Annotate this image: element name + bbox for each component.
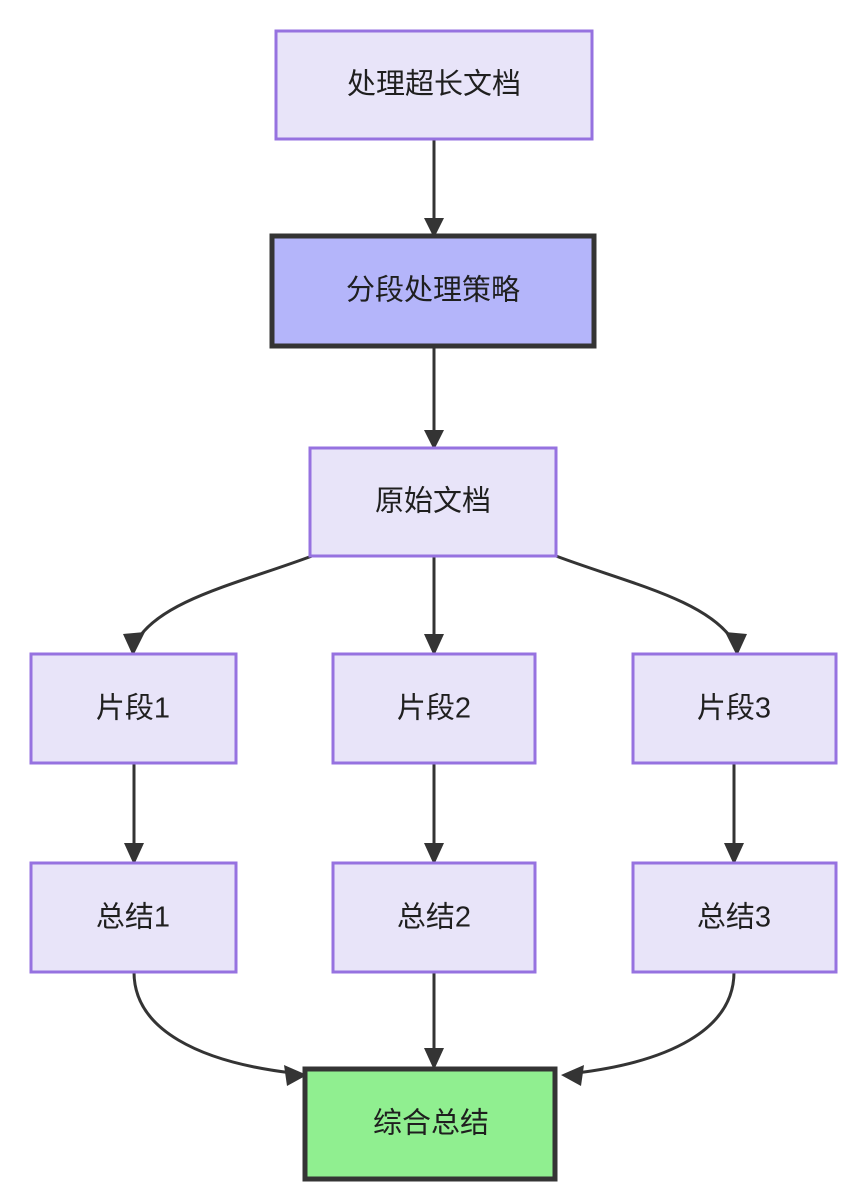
arrowhead-icon — [424, 430, 444, 450]
node-comprehensive-summary[interactable]: 综合总结 — [302, 1066, 558, 1182]
node-box[interactable] — [302, 1066, 558, 1182]
node-original-document[interactable]: 原始文档 — [308, 446, 558, 558]
edge-n3-n6 — [555, 554, 747, 656]
arrowhead-icon — [124, 843, 144, 865]
node-box[interactable] — [331, 652, 537, 765]
node-box[interactable] — [29, 861, 238, 974]
node-process-long-document[interactable]: 处理超长文档 — [274, 29, 594, 141]
node-box[interactable] — [631, 652, 838, 765]
node-label: 片段1 — [96, 692, 170, 725]
node-label: 处理超长文档 — [347, 68, 521, 101]
edge-line — [555, 554, 736, 643]
node-box[interactable] — [631, 861, 838, 974]
edge-line — [134, 554, 313, 643]
arrowhead-icon — [424, 1048, 444, 1070]
arrowhead-icon — [724, 843, 744, 865]
node-label: 总结3 — [697, 901, 771, 934]
node-fragment-2[interactable]: 片段2 — [331, 652, 537, 765]
arrowhead-icon — [561, 1065, 584, 1086]
node-summary-2[interactable]: 总结2 — [331, 861, 537, 974]
edge-n6-n9 — [724, 763, 744, 865]
node-box[interactable] — [331, 861, 537, 974]
node-group: 处理超长文档 分段处理策略 原始文档 片段1 片段2 片段3 — [29, 29, 838, 1182]
node-summary-1[interactable]: 总结1 — [29, 861, 238, 974]
node-summary-3[interactable]: 总结3 — [631, 861, 838, 974]
edge-n8-n10 — [424, 972, 444, 1070]
node-label: 分段处理策略 — [346, 274, 520, 307]
edge-n3-n5 — [424, 556, 444, 656]
edge-line — [132, 971, 293, 1075]
edge-n3-n4 — [123, 554, 313, 656]
edge-n7-n10 — [132, 971, 307, 1086]
edge-n4-n7 — [124, 763, 144, 865]
node-label: 原始文档 — [375, 485, 491, 518]
node-label: 总结1 — [96, 901, 170, 934]
edge-n5-n8 — [424, 763, 444, 865]
node-chunking-strategy[interactable]: 分段处理策略 — [269, 233, 597, 349]
node-fragment-3[interactable]: 片段3 — [631, 652, 838, 765]
arrowhead-icon — [284, 1065, 307, 1086]
node-box[interactable] — [274, 29, 594, 141]
edge-n2-n3 — [424, 346, 444, 450]
edge-line — [575, 971, 736, 1075]
node-box[interactable] — [29, 652, 238, 765]
arrowhead-icon — [123, 632, 145, 656]
arrowhead-icon — [725, 632, 747, 656]
node-label: 综合总结 — [373, 1107, 489, 1140]
node-fragment-1[interactable]: 片段1 — [29, 652, 238, 765]
arrowhead-icon — [424, 634, 444, 656]
node-box[interactable] — [308, 446, 558, 558]
edge-group — [123, 139, 747, 1086]
node-label: 片段3 — [697, 692, 771, 725]
node-label: 总结2 — [397, 901, 471, 934]
edge-n9-n10 — [561, 971, 736, 1086]
node-label: 片段2 — [397, 692, 471, 725]
arrowhead-icon — [424, 218, 444, 238]
arrowhead-icon — [424, 843, 444, 865]
node-box[interactable] — [269, 233, 597, 349]
edge-n1-n2 — [424, 139, 444, 238]
